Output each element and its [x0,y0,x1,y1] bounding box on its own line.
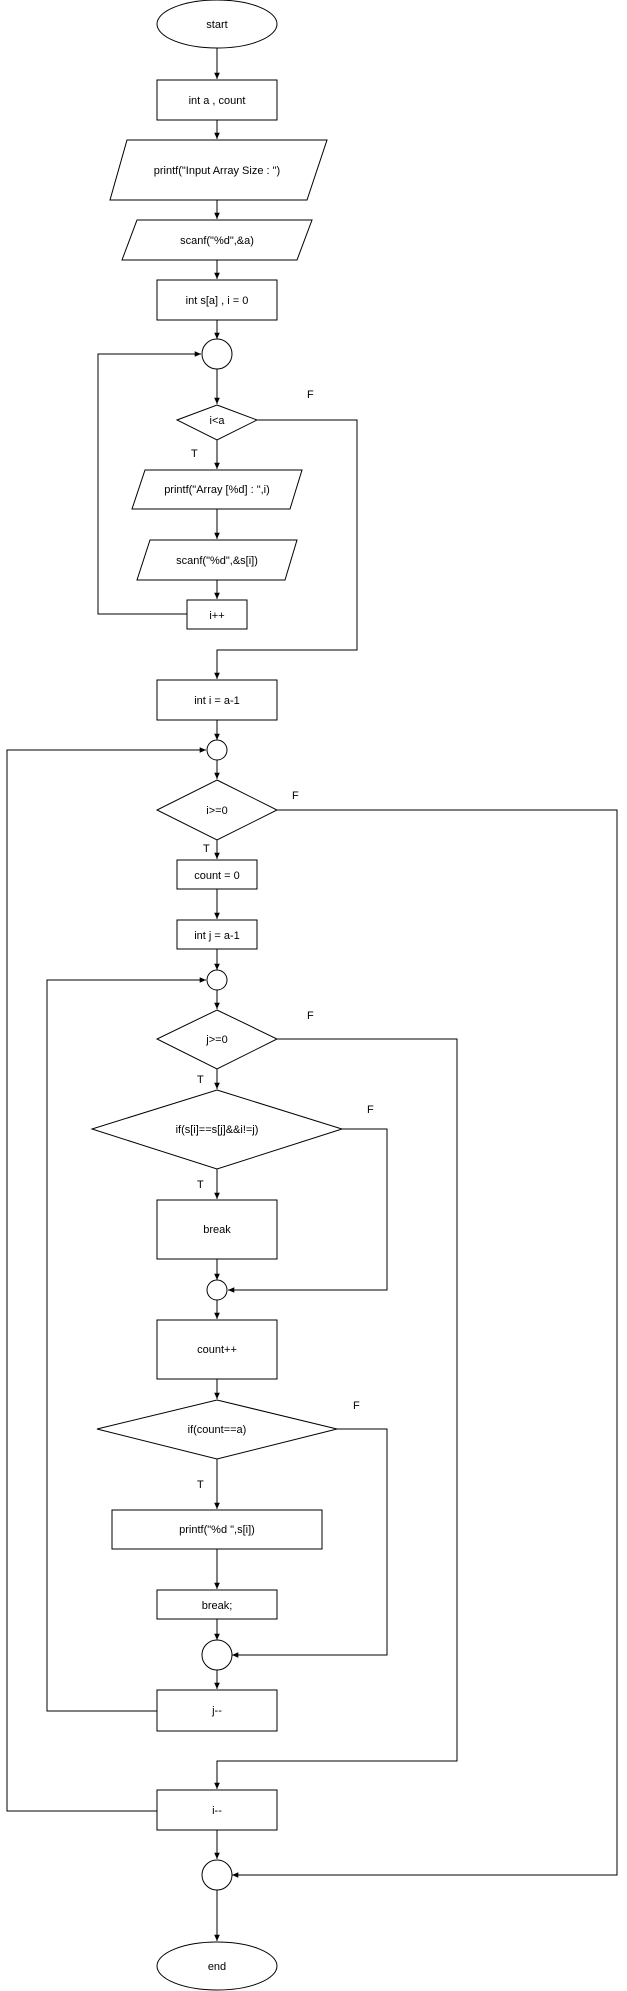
init-i-label: int i = a-1 [194,695,240,707]
init-i-box [156,679,278,721]
loop1-true-label: T [191,448,198,460]
cond-count-diamond [96,1399,338,1460]
loop1-false-label: F [307,389,314,401]
end-label: end [208,1961,226,1973]
junction-after-count [201,1639,233,1671]
print-size-io [109,139,328,201]
cond-j-ge-0-diamond [155,1009,279,1070]
count-zero-label: count = 0 [194,870,240,882]
print-result-label: printf("%d ",s[i]) [179,1524,255,1536]
junction-loop2 [206,739,228,761]
loop2-false-label: F [292,790,299,802]
print-array-io [131,469,303,510]
break1-box [156,1199,278,1260]
decl-a-count-box [156,79,278,121]
count-inc-box [156,1319,278,1380]
junction-exit [201,1859,233,1891]
cond-j-ge-0-label: j>=0 [205,1034,227,1046]
cond-equal-label: if(s[i]==s[j]&&i!=j) [176,1124,259,1136]
start-terminal [156,0,278,49]
arrow-dec-j-loop-back [46,977,206,1712]
arrow-cond-equal-false [228,1128,388,1293]
loop3-false-label: F [307,1010,314,1022]
inc-i-label: i++ [209,610,224,622]
scan-a-io [121,219,313,261]
arrow-cond3-false [214,1038,458,1789]
cond-count-label: if(count==a) [188,1424,247,1436]
junction-after-equal [206,1279,228,1301]
nodes: start int a , count printf("Input Array … [90,0,374,1991]
arrow-cond1-false [214,419,358,679]
loop3-true-label: T [197,1074,204,1086]
count-inc-label: count++ [197,1344,237,1356]
connectors [6,48,618,1941]
end-terminal [156,1941,278,1991]
init-j-label: int j = a-1 [194,930,240,942]
loop2-true-label: T [203,843,210,855]
print-size-label: printf("Input Array Size : ") [154,165,280,177]
arrow-dec-i-loop-back [6,747,206,1812]
cond-equal-diamond [90,1089,344,1170]
arrow-inc-loop-back [97,351,201,615]
decl-s-i-label: int s[a] , i = 0 [186,295,249,307]
cond-i-ge-0-diamond [155,779,279,841]
break1-label: break [203,1224,231,1236]
count-true-label: T [197,1479,204,1491]
scan-s-i-label: scanf("%d",&s[i]) [176,555,258,567]
equal-false-label: F [367,1104,374,1116]
dec-i-label: i-- [212,1805,222,1817]
cond-i-ge-0-label: i>=0 [206,805,227,817]
print-result-box [111,1509,323,1550]
decl-s-i-box [156,279,278,321]
cond-i-lt-a-diamond [175,404,259,441]
count-zero-box [176,859,258,890]
break2-label: break; [202,1600,233,1612]
decl-a-count-label: int a , count [189,95,246,107]
dec-j-box [156,1689,278,1732]
arrow-cond-count-false [232,1428,388,1658]
junction-loop1 [201,338,233,370]
scan-a-label: scanf("%d",&a) [180,235,254,247]
junction-loop3 [206,969,228,991]
scan-s-i-io [136,539,298,581]
init-j-box [176,919,258,950]
print-array-label: printf("Array [%d] : ",i) [164,484,270,496]
break2-box [156,1589,278,1620]
dec-j-label: j-- [211,1705,222,1717]
equal-true-label: T [197,1179,204,1191]
inc-i-box [186,599,248,630]
arrow-cond2-false [232,809,618,1878]
start-label: start [206,19,227,31]
cond-i-lt-a-label: i<a [210,415,226,427]
count-false-label: F [353,1400,360,1412]
dec-i-box [156,1789,278,1831]
